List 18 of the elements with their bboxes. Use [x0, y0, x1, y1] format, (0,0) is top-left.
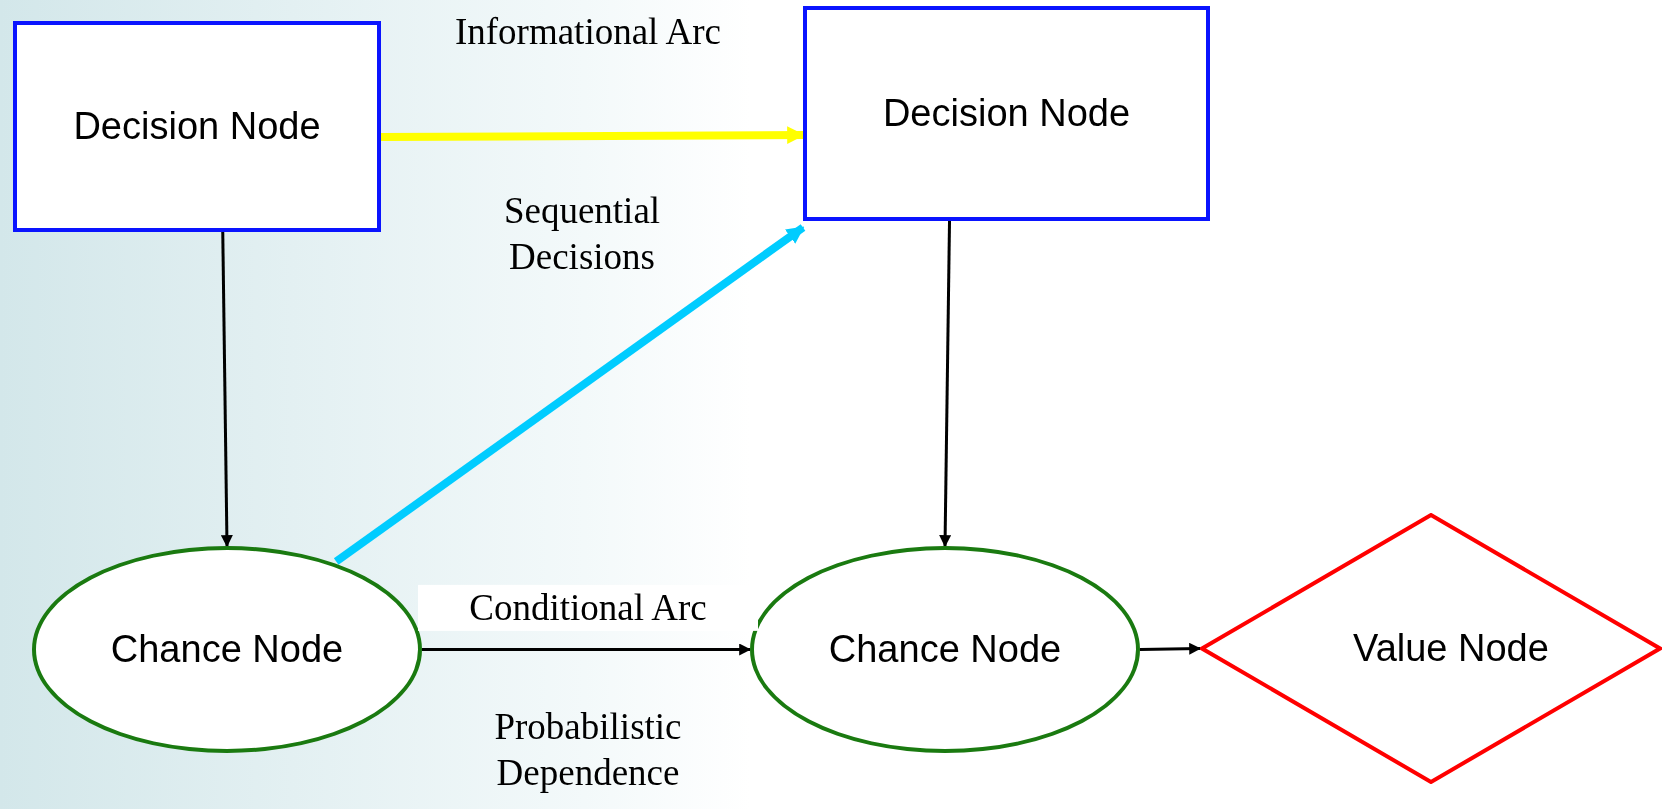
node-label: Chance Node: [110, 628, 344, 671]
edge-label: Conditional Arc: [418, 584, 758, 632]
decision-box: [803, 6, 1210, 221]
arrow: [333, 224, 806, 565]
value-diamond: [1200, 513, 1662, 784]
node-label: Value Node: [1353, 627, 1549, 670]
arrow: [422, 643, 752, 656]
edge-label: Informational Arc: [453, 9, 723, 54]
arrow: [381, 126, 805, 144]
node-label: Decision Node: [73, 105, 321, 148]
decision-box: [13, 21, 381, 232]
annotation-label: Probabilistic Dependence: [493, 704, 683, 795]
node-label: Decision Node: [882, 92, 1131, 135]
arrow: [939, 220, 952, 548]
node-label: Chance Node: [828, 628, 1062, 671]
edge-label: Sequential Decisions: [502, 188, 662, 279]
arrow: [1139, 642, 1202, 655]
arrow: [220, 232, 233, 548]
